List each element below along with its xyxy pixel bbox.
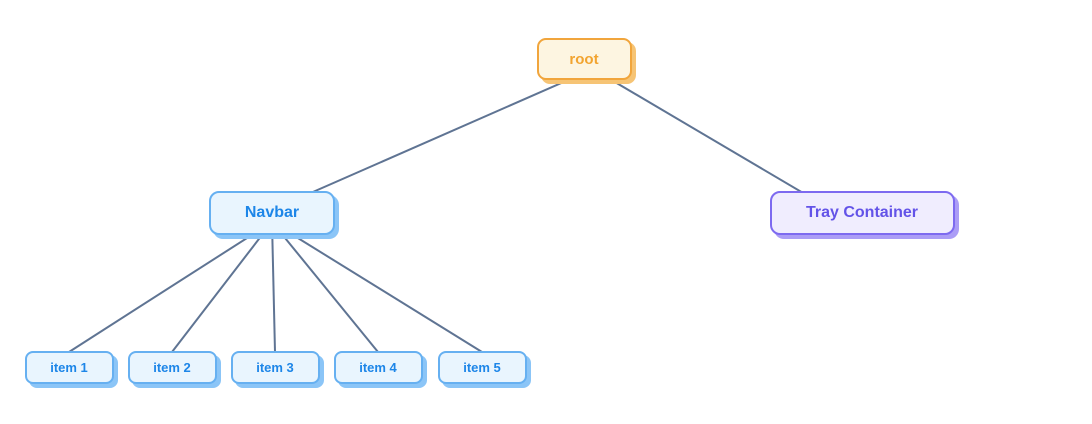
node-item-5[interactable]: item 5 [437,350,527,384]
node-tray-container-label: Tray Container [805,204,919,221]
node-item-4-label: item 4 [359,359,397,375]
node-tray-container[interactable]: Tray Container [769,191,955,235]
edge-line-navbar-item4 [271,221,379,353]
edge-line-root-navbar [264,58,617,214]
node-root-label: root [569,50,599,68]
node-item-1-label: item 1 [50,359,88,375]
node-item-2[interactable]: item 2 [127,350,217,384]
node-item-5-label: item 5 [463,359,501,375]
node-navbar[interactable]: Navbar [209,191,335,235]
edge-line-navbar-item1 [68,221,273,353]
node-root[interactable]: root [536,38,632,80]
node-item-2-label: item 2 [153,359,191,375]
edge-line-root-tray [580,61,833,211]
node-item-3-label: item 3 [256,359,294,375]
edge-line-navbar-item2 [171,221,273,353]
node-navbar-label: Navbar [244,204,300,221]
node-item-1[interactable]: item 1 [24,350,114,384]
node-item-4[interactable]: item 4 [333,350,423,384]
node-item-3[interactable]: item 3 [230,350,320,384]
edge-line-navbar-item3 [271,221,276,353]
edge-line-navbar-item5 [271,221,483,353]
